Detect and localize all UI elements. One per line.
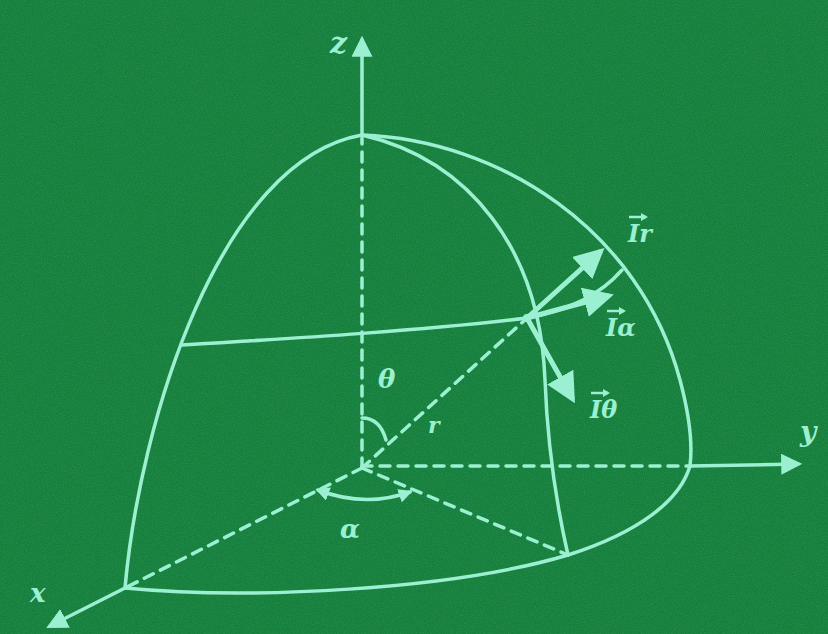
y-axis-dashed xyxy=(362,464,690,468)
angle-label: θ xyxy=(378,366,395,392)
dome-base-arc xyxy=(125,466,690,593)
dome-left-arc xyxy=(125,135,362,588)
axis-label: z xyxy=(330,28,347,58)
theta-arc xyxy=(362,418,386,440)
vector-overbar xyxy=(591,392,608,395)
unit-vector-theta xyxy=(527,318,572,398)
unit-vector-alpha xyxy=(527,296,608,318)
alpha-arc xyxy=(318,490,410,500)
unit-vector-label: Iα xyxy=(606,316,636,340)
z-axis xyxy=(360,40,364,135)
x-axis xyxy=(50,588,125,626)
radius-line xyxy=(362,318,527,468)
x-axis-dashed xyxy=(125,468,362,588)
radius-label: r xyxy=(428,414,440,436)
vector-overbar xyxy=(629,216,646,219)
axis-label: x xyxy=(30,580,46,606)
unit-vector-label: Iθ xyxy=(590,398,617,422)
angle-label: α xyxy=(340,516,360,542)
vector-overbar-head xyxy=(603,389,610,397)
y-axis xyxy=(690,464,798,466)
point-p xyxy=(523,314,531,322)
parallel xyxy=(182,270,622,345)
vector-overbar-head xyxy=(641,213,648,221)
projection-line xyxy=(362,468,568,555)
axis-label: y xyxy=(800,418,816,446)
meridian xyxy=(362,135,568,555)
dome-back-arc xyxy=(362,135,691,466)
vector-overbar xyxy=(607,310,624,313)
vector-overbar-head xyxy=(619,307,626,315)
unit-vector-label: Ir xyxy=(628,222,652,246)
